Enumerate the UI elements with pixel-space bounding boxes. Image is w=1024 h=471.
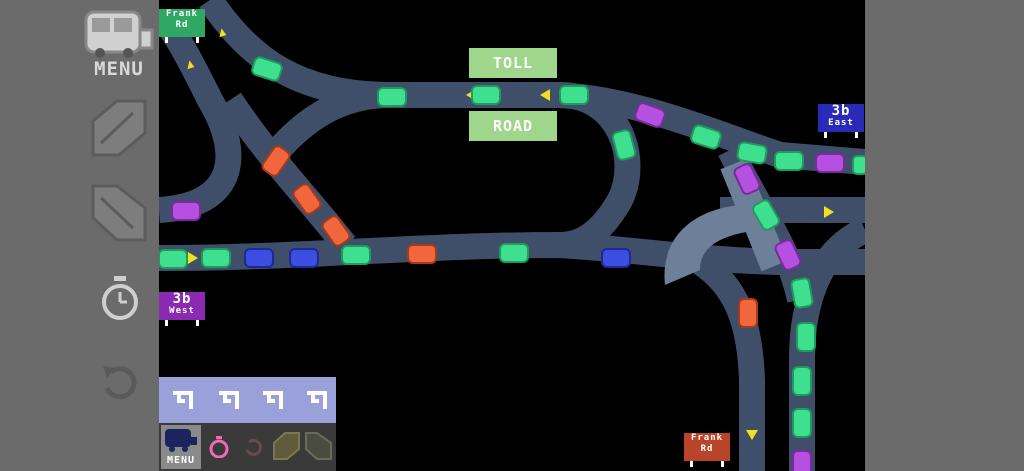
car-green — [559, 85, 589, 105]
undo-button[interactable] — [99, 362, 139, 402]
menu-button[interactable] — [82, 8, 156, 80]
sign-line-1: 3b — [172, 291, 192, 307]
sign-legs — [165, 320, 199, 326]
car-green — [796, 322, 816, 352]
undo-icon[interactable] — [243, 437, 263, 457]
sign-line-2: West — [169, 306, 195, 316]
car-green — [792, 408, 812, 438]
sign-line-2: Rd — [175, 20, 189, 30]
car-purple — [634, 102, 666, 128]
car-orange — [407, 244, 437, 264]
car-orange — [738, 298, 758, 328]
sign-line-2: Rd — [700, 444, 714, 454]
frank-rd-sign-bottom: Frank Rd — [684, 433, 730, 467]
car-green — [774, 151, 804, 171]
toll-sign-top: TOLL — [469, 48, 557, 78]
menu-label: MENU — [94, 58, 144, 80]
road-network — [159, 0, 865, 471]
car-blue — [244, 248, 274, 268]
right-margin — [865, 0, 1024, 471]
car-green — [471, 85, 501, 105]
curve-road-icon — [91, 184, 147, 242]
timer-icon — [102, 276, 138, 320]
frank-rd-sign-top: Frank Rd — [159, 9, 205, 43]
car-orange — [321, 215, 351, 247]
car-purple — [171, 201, 201, 221]
car-orange — [261, 145, 291, 177]
game-board[interactable] — [159, 0, 865, 471]
car-green — [792, 366, 812, 396]
straighten-road-icon — [91, 99, 147, 157]
road-piece-tray — [159, 377, 336, 423]
mini-menu-label: MENU — [166, 455, 196, 466]
curve-tool-button[interactable] — [87, 182, 149, 244]
road-left-curve — [159, 12, 242, 223]
car-purple — [792, 450, 812, 471]
bridge-overpass — [664, 205, 760, 285]
bus-icon — [165, 429, 197, 452]
curve-road-icon[interactable] — [303, 431, 333, 461]
car-green — [377, 87, 407, 107]
straighten-tool-button[interactable] — [87, 97, 149, 159]
timer-button[interactable] — [100, 276, 140, 322]
road-piece-icon[interactable] — [171, 389, 193, 411]
car-green — [159, 249, 188, 269]
bus-icon — [84, 10, 154, 58]
car-green — [736, 141, 768, 165]
3b-east-sign: 3b East — [818, 103, 864, 138]
road-top-loop — [559, 82, 641, 258]
car-purple — [815, 153, 845, 173]
bridge-deck — [720, 158, 788, 272]
car-green — [499, 243, 529, 263]
car-green — [790, 277, 814, 309]
toll-sign-bottom: ROAD — [469, 111, 557, 141]
car-green — [690, 124, 722, 150]
sign-line-1: 3b — [831, 103, 851, 119]
3b-west-sign: 3b West — [159, 291, 205, 326]
car-orange — [292, 183, 322, 215]
left-toolbar: MENU — [0, 0, 159, 471]
sign-line-1: Frank — [165, 9, 199, 19]
sign-line-1: Frank — [690, 433, 724, 443]
car-blue — [289, 248, 319, 268]
sign-legs — [165, 37, 199, 43]
car-green — [341, 245, 371, 265]
sign-line-2: East — [828, 118, 854, 128]
straighten-road-icon[interactable] — [271, 431, 301, 461]
road-diag-up — [259, 82, 391, 169]
road-piece-icon[interactable] — [261, 389, 283, 411]
car-purple — [733, 163, 761, 195]
car-green — [852, 155, 865, 175]
mini-menu-button[interactable]: MENU — [161, 425, 201, 469]
car-purple — [774, 239, 802, 271]
car-green — [251, 56, 283, 82]
car-blue — [601, 248, 631, 268]
undo-icon — [103, 366, 137, 400]
road-piece-icon[interactable] — [217, 389, 239, 411]
sign-legs — [690, 461, 724, 467]
timer-icon[interactable] — [209, 436, 229, 458]
car-green — [611, 129, 637, 161]
car-green — [201, 248, 231, 268]
mini-toolbar: MENU — [159, 423, 336, 471]
road-piece-icon[interactable] — [305, 389, 327, 411]
sign-legs — [824, 132, 858, 138]
car-green — [752, 199, 780, 231]
